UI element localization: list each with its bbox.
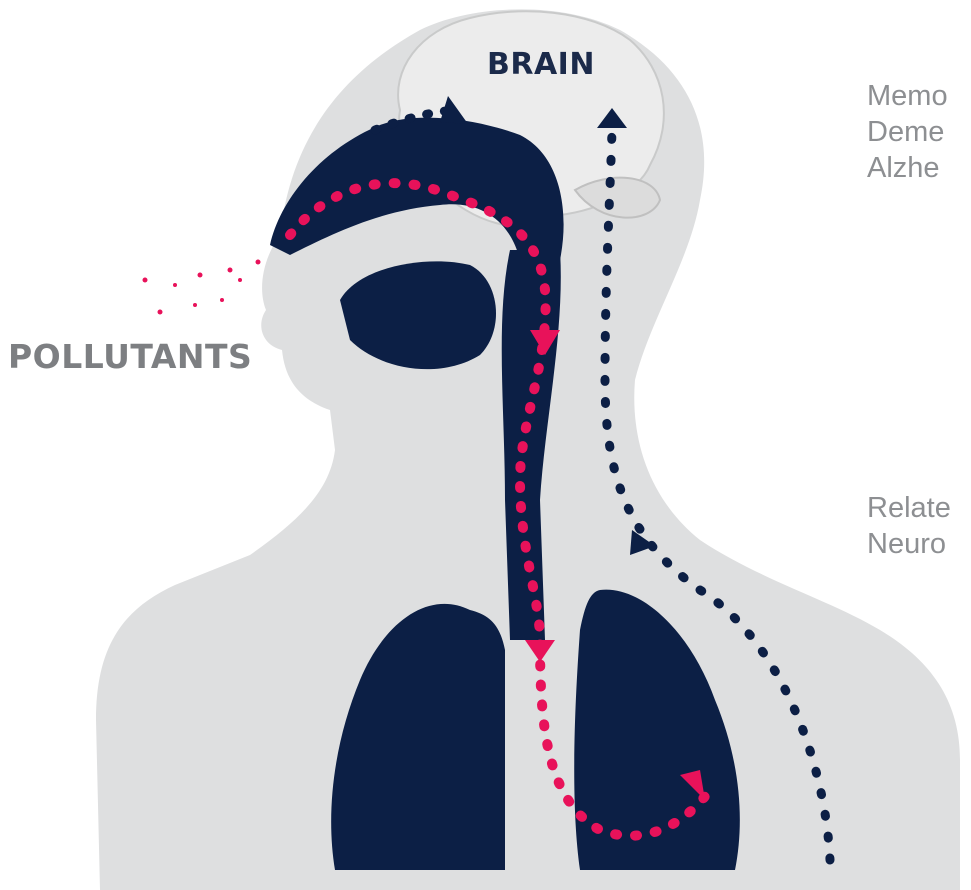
side-text-line: Deme [867,114,971,150]
pollutant-particles [143,260,261,315]
side-text-bottom: Relate Neuro [867,490,971,562]
side-text-top: Memo Deme Alzhe [867,78,971,186]
pollutants-label: POLLUTANTS [8,337,252,376]
side-text-line: Neuro [867,526,971,562]
side-text-line: Alzhe [867,150,971,186]
side-text-line: Relate [867,490,971,526]
side-text-line: Memo [867,78,971,114]
brain-label: BRAIN [487,47,595,82]
